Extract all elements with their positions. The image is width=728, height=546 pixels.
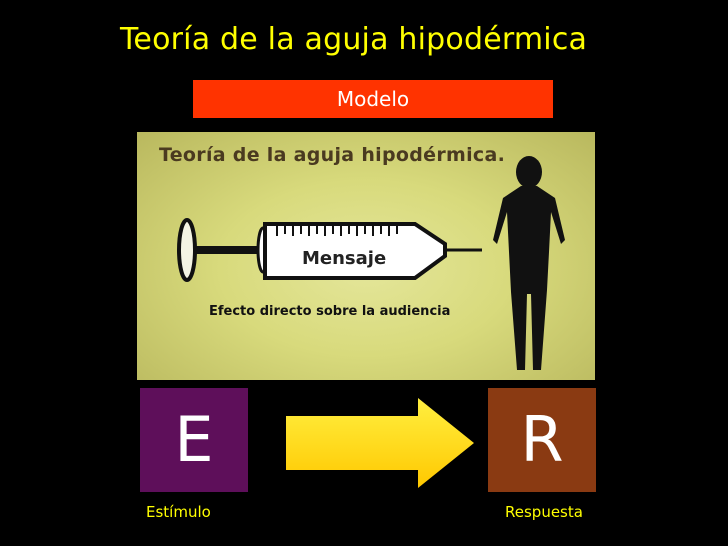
hypodermic-needle-illustration: Teoría de la aguja hipodérmica. Mensaj <box>137 132 595 380</box>
model-banner-label: Modelo <box>336 87 410 111</box>
person-silhouette-icon <box>493 156 565 370</box>
poster-title: Teoría de la aguja hipodérmica. <box>159 144 506 166</box>
syringe-and-person-graphic: Mensaje <box>177 156 565 370</box>
syringe-message-label: Mensaje <box>302 248 386 269</box>
stimulus-letter: E <box>174 403 214 476</box>
stimulus-box: E <box>140 388 248 492</box>
stimulus-label: Estímulo <box>146 503 211 521</box>
right-arrow-icon <box>286 398 474 488</box>
response-letter: R <box>520 403 564 476</box>
syringe-icon: Mensaje <box>177 218 482 282</box>
poster-caption: Efecto directo sobre la audiencia <box>209 304 451 319</box>
response-box: R <box>488 388 596 492</box>
model-banner: Modelo <box>193 80 553 118</box>
response-label: Respuesta <box>505 503 583 521</box>
slide-title: Teoría de la aguja hipodérmica <box>120 22 588 57</box>
